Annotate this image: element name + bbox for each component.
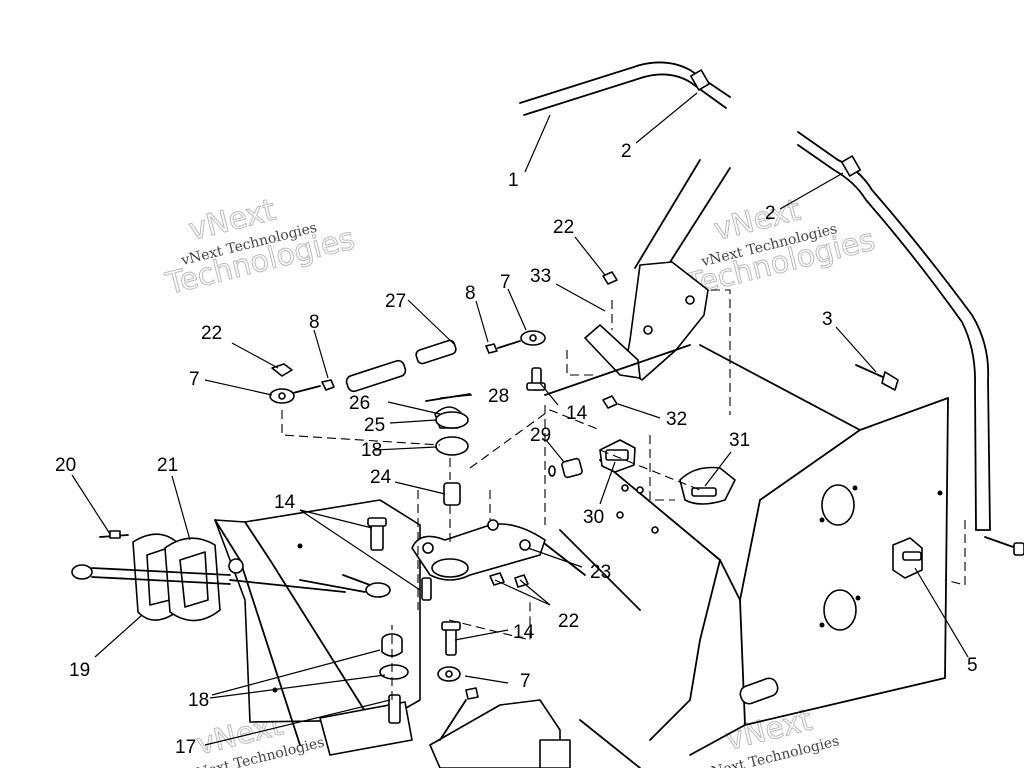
callout-2-right: 2 (765, 203, 776, 224)
handlebar-tube-upper (519, 61, 731, 116)
callout-29: 29 (530, 425, 551, 446)
watermark-top-left: vNext Technologies vNext Technologies (161, 192, 358, 303)
callout-8-left: 8 (309, 312, 320, 333)
callout-21: 21 (157, 455, 178, 476)
callout-14-upper: 14 (566, 403, 588, 424)
steering-arm-center (299, 367, 546, 601)
callout-27: 27 (385, 291, 406, 312)
callout-14-lower: 14 (513, 622, 535, 643)
callout-labels: 1 2 2 3 5 7 7 7 8 8 14 14 14 17 18 18 19… (55, 141, 978, 758)
callout-2-upper: 2 (621, 141, 632, 162)
callout-7-left: 7 (189, 369, 200, 390)
callout-5: 5 (967, 655, 978, 676)
callout-25: 25 (364, 415, 385, 436)
callout-18-center: 18 (361, 440, 382, 461)
callout-30: 30 (583, 507, 604, 528)
callout-32: 32 (666, 409, 687, 430)
callout-7-lower: 7 (520, 671, 531, 692)
callout-19: 19 (69, 660, 90, 681)
callout-28: 28 (488, 386, 509, 407)
callout-31: 31 (729, 430, 750, 451)
callout-1: 1 (508, 170, 519, 191)
callout-8-right: 8 (465, 283, 476, 304)
handlebar-tube-right (797, 131, 991, 531)
leader-lines (71, 92, 969, 746)
steering-post (584, 159, 731, 381)
callout-23: 23 (590, 562, 611, 583)
tie-rod-upper (269, 271, 618, 404)
left-brackets (71, 530, 346, 622)
callout-26: 26 (349, 393, 370, 414)
callout-14-center: 14 (274, 492, 296, 513)
callout-7-top: 7 (500, 272, 511, 293)
callout-33: 33 (530, 266, 551, 287)
callout-20: 20 (55, 455, 76, 476)
hardware-right (548, 364, 1024, 579)
callout-18-lower: 18 (188, 690, 209, 711)
assembly-lines (281, 289, 966, 700)
callout-22-left: 22 (201, 323, 222, 344)
callout-24: 24 (370, 467, 392, 488)
callout-17: 17 (175, 737, 196, 758)
callout-22-lower: 22 (558, 611, 579, 632)
callout-22-top: 22 (553, 217, 574, 238)
callout-3: 3 (822, 309, 833, 330)
